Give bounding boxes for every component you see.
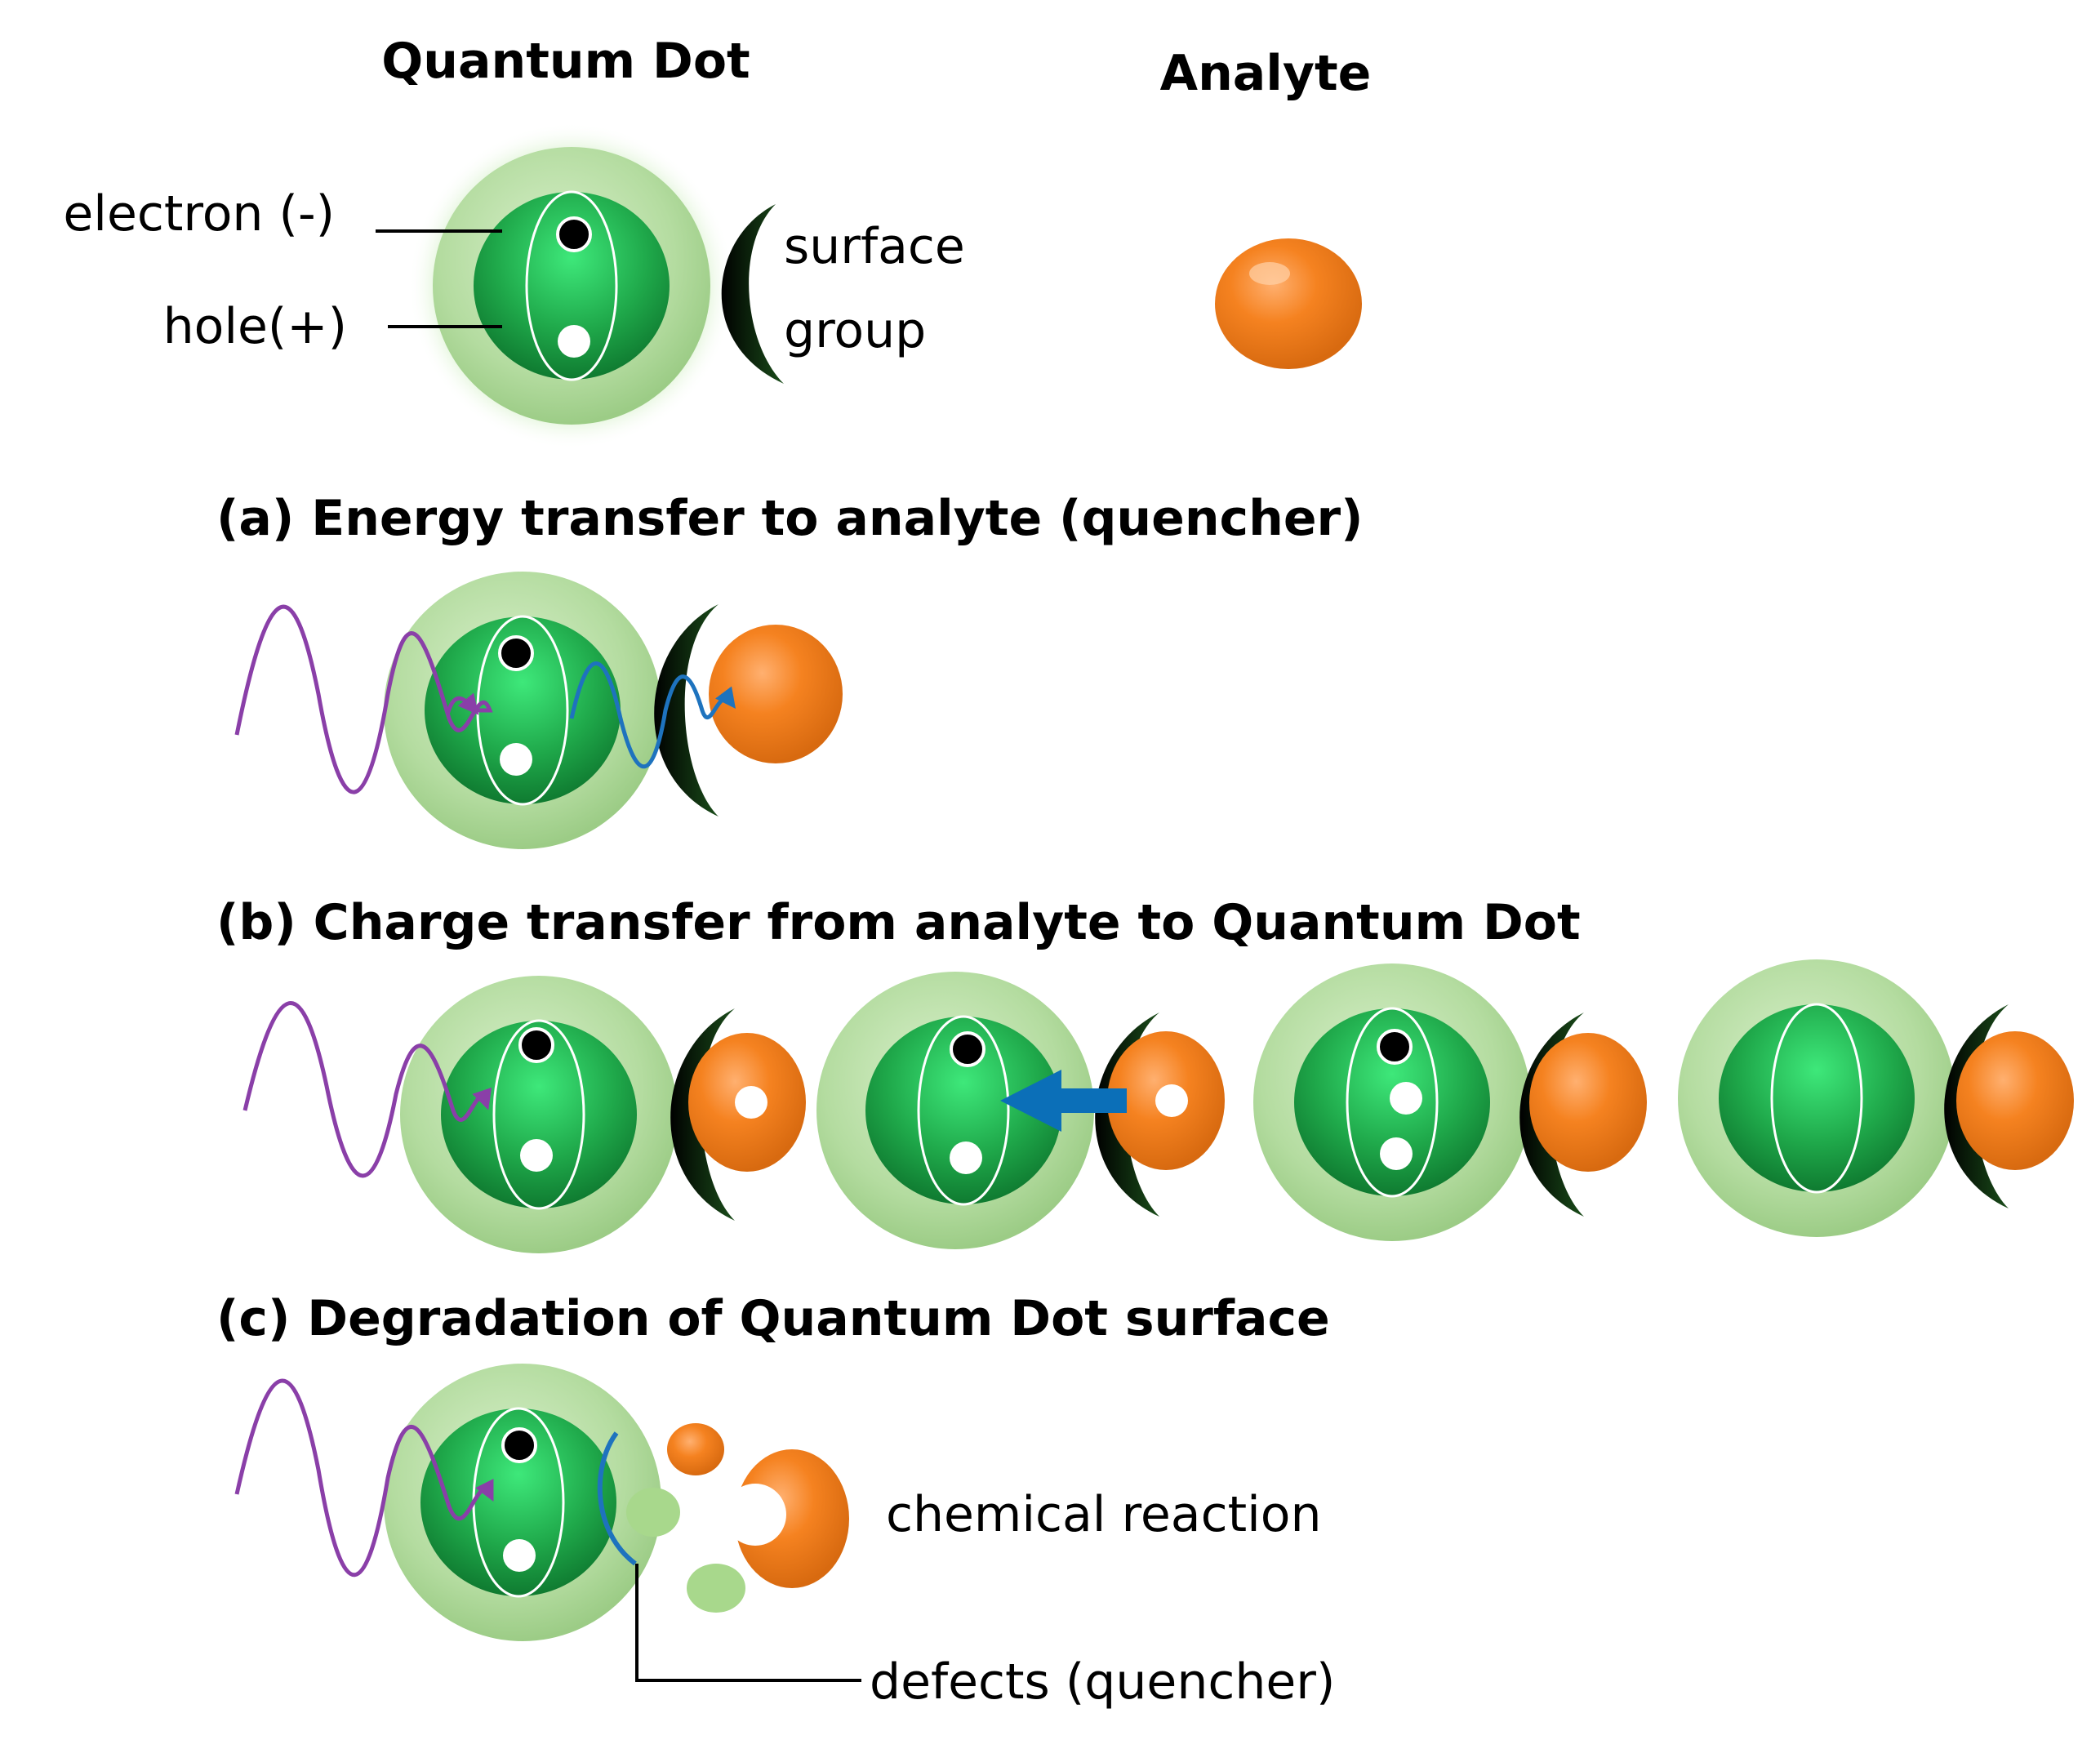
electron-dot xyxy=(556,216,592,252)
group-label: group xyxy=(784,302,926,359)
section-a-analyte xyxy=(709,625,843,763)
section-a-title: (a) Energy transfer to analyte (quencher… xyxy=(216,490,1364,547)
fragment-orange xyxy=(667,1423,724,1475)
electron-label: electron (-) xyxy=(63,185,335,243)
section-b-dot-3 xyxy=(1253,963,1584,1241)
section-b-dot-1 xyxy=(400,976,735,1253)
energy-wave-a xyxy=(569,661,736,769)
section-c-title: (c) Degradation of Quantum Dot surface xyxy=(216,1290,1330,1347)
section-b-dot-2 xyxy=(816,972,1159,1249)
light-wave-b xyxy=(242,1001,492,1178)
hole-dot xyxy=(558,325,590,358)
analyte-particle xyxy=(1215,238,1362,369)
section-a-quantum-dot xyxy=(384,572,719,849)
defects-label: defects (quencher) xyxy=(870,1653,1335,1711)
degraded-surface xyxy=(597,1431,637,1566)
section-b-dot-4 xyxy=(1678,959,2009,1237)
defects-leader xyxy=(635,1564,861,1682)
surface-label: surface xyxy=(784,218,965,275)
reaction-label: chemical reaction xyxy=(886,1486,1322,1543)
light-wave-a xyxy=(234,604,493,794)
reacted-analyte xyxy=(724,1449,849,1588)
section-c-quantum-dot xyxy=(384,1364,661,1641)
legend-quantum-dot xyxy=(408,122,784,449)
qd-title: Quantum Dot xyxy=(381,33,750,90)
section-b-title: (b) Charge transfer from analyte to Quan… xyxy=(216,894,1581,951)
surface-group-crescent xyxy=(721,204,784,384)
defect-particle-1 xyxy=(626,1488,680,1537)
charge-transfer-arrow xyxy=(1000,1070,1127,1132)
defect-particle-2 xyxy=(687,1564,745,1613)
light-wave-c xyxy=(234,1378,494,1578)
hole-label: hole(+) xyxy=(163,298,347,355)
analyte-title: Analyte xyxy=(1160,45,1372,102)
